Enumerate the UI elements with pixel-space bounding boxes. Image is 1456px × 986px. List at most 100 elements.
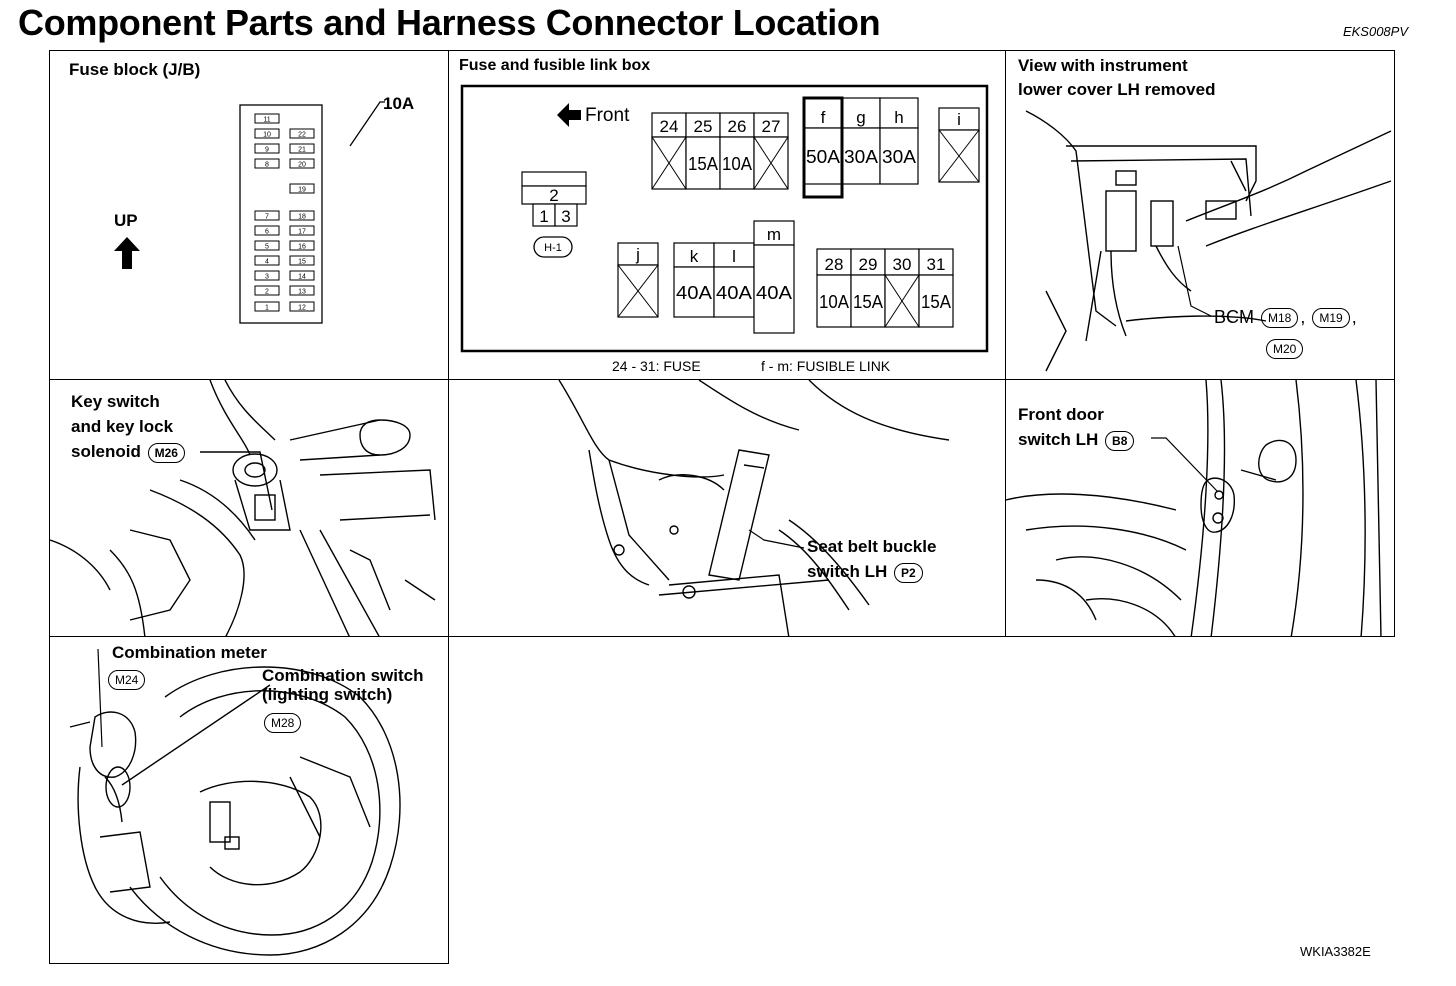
key-switch-line3-row: solenoid M26	[71, 439, 187, 464]
fuse-slot-1: 1	[254, 301, 280, 312]
instrument-view-title-line2: lower cover LH removed	[1018, 80, 1216, 99]
combination-switch-connector-row: M28	[262, 709, 303, 734]
steering-wheel-illustration	[69, 648, 401, 956]
bcm-label: BCM	[1214, 307, 1254, 327]
fuse-slot-26: 26 10A	[719, 112, 755, 190]
fuse-slot-27: 27	[753, 112, 789, 190]
combination-switch-leader-line	[121, 684, 271, 786]
svg-text:g: g	[856, 108, 865, 127]
fuse-slot-21: 21	[289, 143, 315, 154]
svg-text:2: 2	[549, 186, 558, 205]
svg-text:40A: 40A	[676, 283, 712, 303]
fuse-slot-5: 5	[254, 240, 280, 251]
svg-text:j: j	[635, 245, 640, 264]
svg-text:14: 14	[298, 274, 306, 281]
svg-text:h: h	[894, 108, 903, 127]
fuse-slot-22: 22	[289, 128, 315, 139]
svg-text:7: 7	[265, 214, 269, 221]
connector-m20: M20	[1266, 338, 1304, 359]
fuse-slot-24: 24	[651, 112, 687, 190]
svg-text:25: 25	[694, 117, 713, 136]
svg-text:3: 3	[561, 207, 570, 226]
front-arrow-icon	[557, 103, 581, 127]
fuse-slot-17: 17	[289, 225, 315, 236]
svg-text:1: 1	[265, 305, 269, 312]
instrument-panel-illustration	[1025, 110, 1392, 372]
instrument-view-title-line1: View with instrument	[1018, 56, 1188, 75]
fuse-slot-20: 20	[289, 158, 315, 169]
svg-text:4: 4	[265, 259, 269, 266]
link-slot-m: m 40A	[753, 220, 795, 334]
svg-text:15A: 15A	[688, 154, 718, 174]
svg-text:20: 20	[298, 162, 306, 169]
svg-text:9: 9	[265, 147, 269, 154]
svg-text:2: 2	[265, 289, 269, 296]
figure-code: WKIA3382E	[1300, 944, 1371, 959]
connector-p2: P2	[894, 562, 923, 583]
seat-belt-line1: Seat belt buckle	[807, 537, 937, 556]
svg-text:30: 30	[893, 255, 912, 274]
combination-switch-line1: Combination switch	[262, 666, 424, 685]
fuse-block-outline	[239, 104, 323, 324]
fuse-slot-9: 9	[254, 143, 280, 154]
instrument-view-panel: View with instrument lower cover LH remo…	[1005, 50, 1395, 380]
svg-text:11: 11	[263, 117, 270, 124]
fuse-slot-7: 7	[254, 210, 280, 221]
svg-text:28: 28	[825, 255, 844, 274]
svg-text:40A: 40A	[756, 283, 792, 303]
svg-text:18: 18	[298, 214, 306, 221]
svg-text:29: 29	[859, 255, 878, 274]
svg-text:10A: 10A	[722, 154, 752, 174]
fuse-slot-3: 3	[254, 270, 280, 281]
fuse-slot-11: 11	[254, 113, 280, 124]
fuse-slot-18: 18	[289, 210, 315, 221]
bcm-leader-line	[1177, 245, 1212, 317]
svg-text:8: 8	[265, 162, 269, 169]
svg-text:6: 6	[265, 229, 269, 236]
key-switch-line3: solenoid	[71, 442, 141, 461]
front-door-line2-row: switch LH B8	[1018, 427, 1136, 452]
fusible-link-legend: f - m: FUSIBLE LINK	[761, 358, 891, 374]
svg-text:f: f	[821, 108, 826, 127]
svg-text:m: m	[767, 225, 781, 244]
combination-meter-leader-line	[97, 648, 103, 748]
connector-m18: M18	[1261, 308, 1299, 329]
svg-text:k: k	[690, 247, 699, 266]
link-f-highlight	[802, 96, 844, 199]
key-switch-panel: Key switch and key lock solenoid M26	[49, 379, 449, 637]
svg-text:22: 22	[298, 132, 306, 139]
key-switch-line1: Key switch	[71, 392, 160, 411]
fuse-callout: 10A	[383, 94, 415, 113]
fuse-block-title: Fuse block (J/B)	[69, 60, 201, 79]
svg-text:10: 10	[263, 132, 271, 139]
fuse-legend: 24 - 31: FUSE	[612, 358, 701, 374]
document-code: EKS008PV	[1342, 24, 1408, 39]
fuse-slot-13: 13	[289, 285, 315, 296]
up-arrow-icon	[114, 237, 140, 269]
fuse-link-box-title: Fuse and fusible link box	[459, 57, 651, 74]
fuse-slot-12: 12	[289, 301, 315, 312]
fuse-slot-4: 4	[254, 255, 280, 266]
bcm-label-row: BCM M18, M19,	[1214, 307, 1357, 329]
connector-m26: M26	[147, 442, 185, 463]
fuse-slot-14: 14	[289, 270, 315, 281]
seat-belt-line2-row: switch LH P2	[807, 559, 925, 584]
fuse-slot-10: 10	[254, 128, 280, 139]
front-door-illustration	[1006, 380, 1382, 636]
svg-text:21: 21	[298, 147, 306, 154]
fuse-slot-8: 8	[254, 158, 280, 169]
svg-text:19: 19	[298, 187, 306, 194]
svg-text:26: 26	[728, 117, 747, 136]
svg-text:40A: 40A	[716, 283, 752, 303]
svg-text:50A: 50A	[806, 147, 840, 167]
connector-b8: B8	[1105, 430, 1135, 451]
seat-belt-illustration	[558, 380, 950, 636]
link-slot-i: i	[938, 107, 980, 183]
seat-belt-line2: switch LH	[807, 562, 888, 581]
